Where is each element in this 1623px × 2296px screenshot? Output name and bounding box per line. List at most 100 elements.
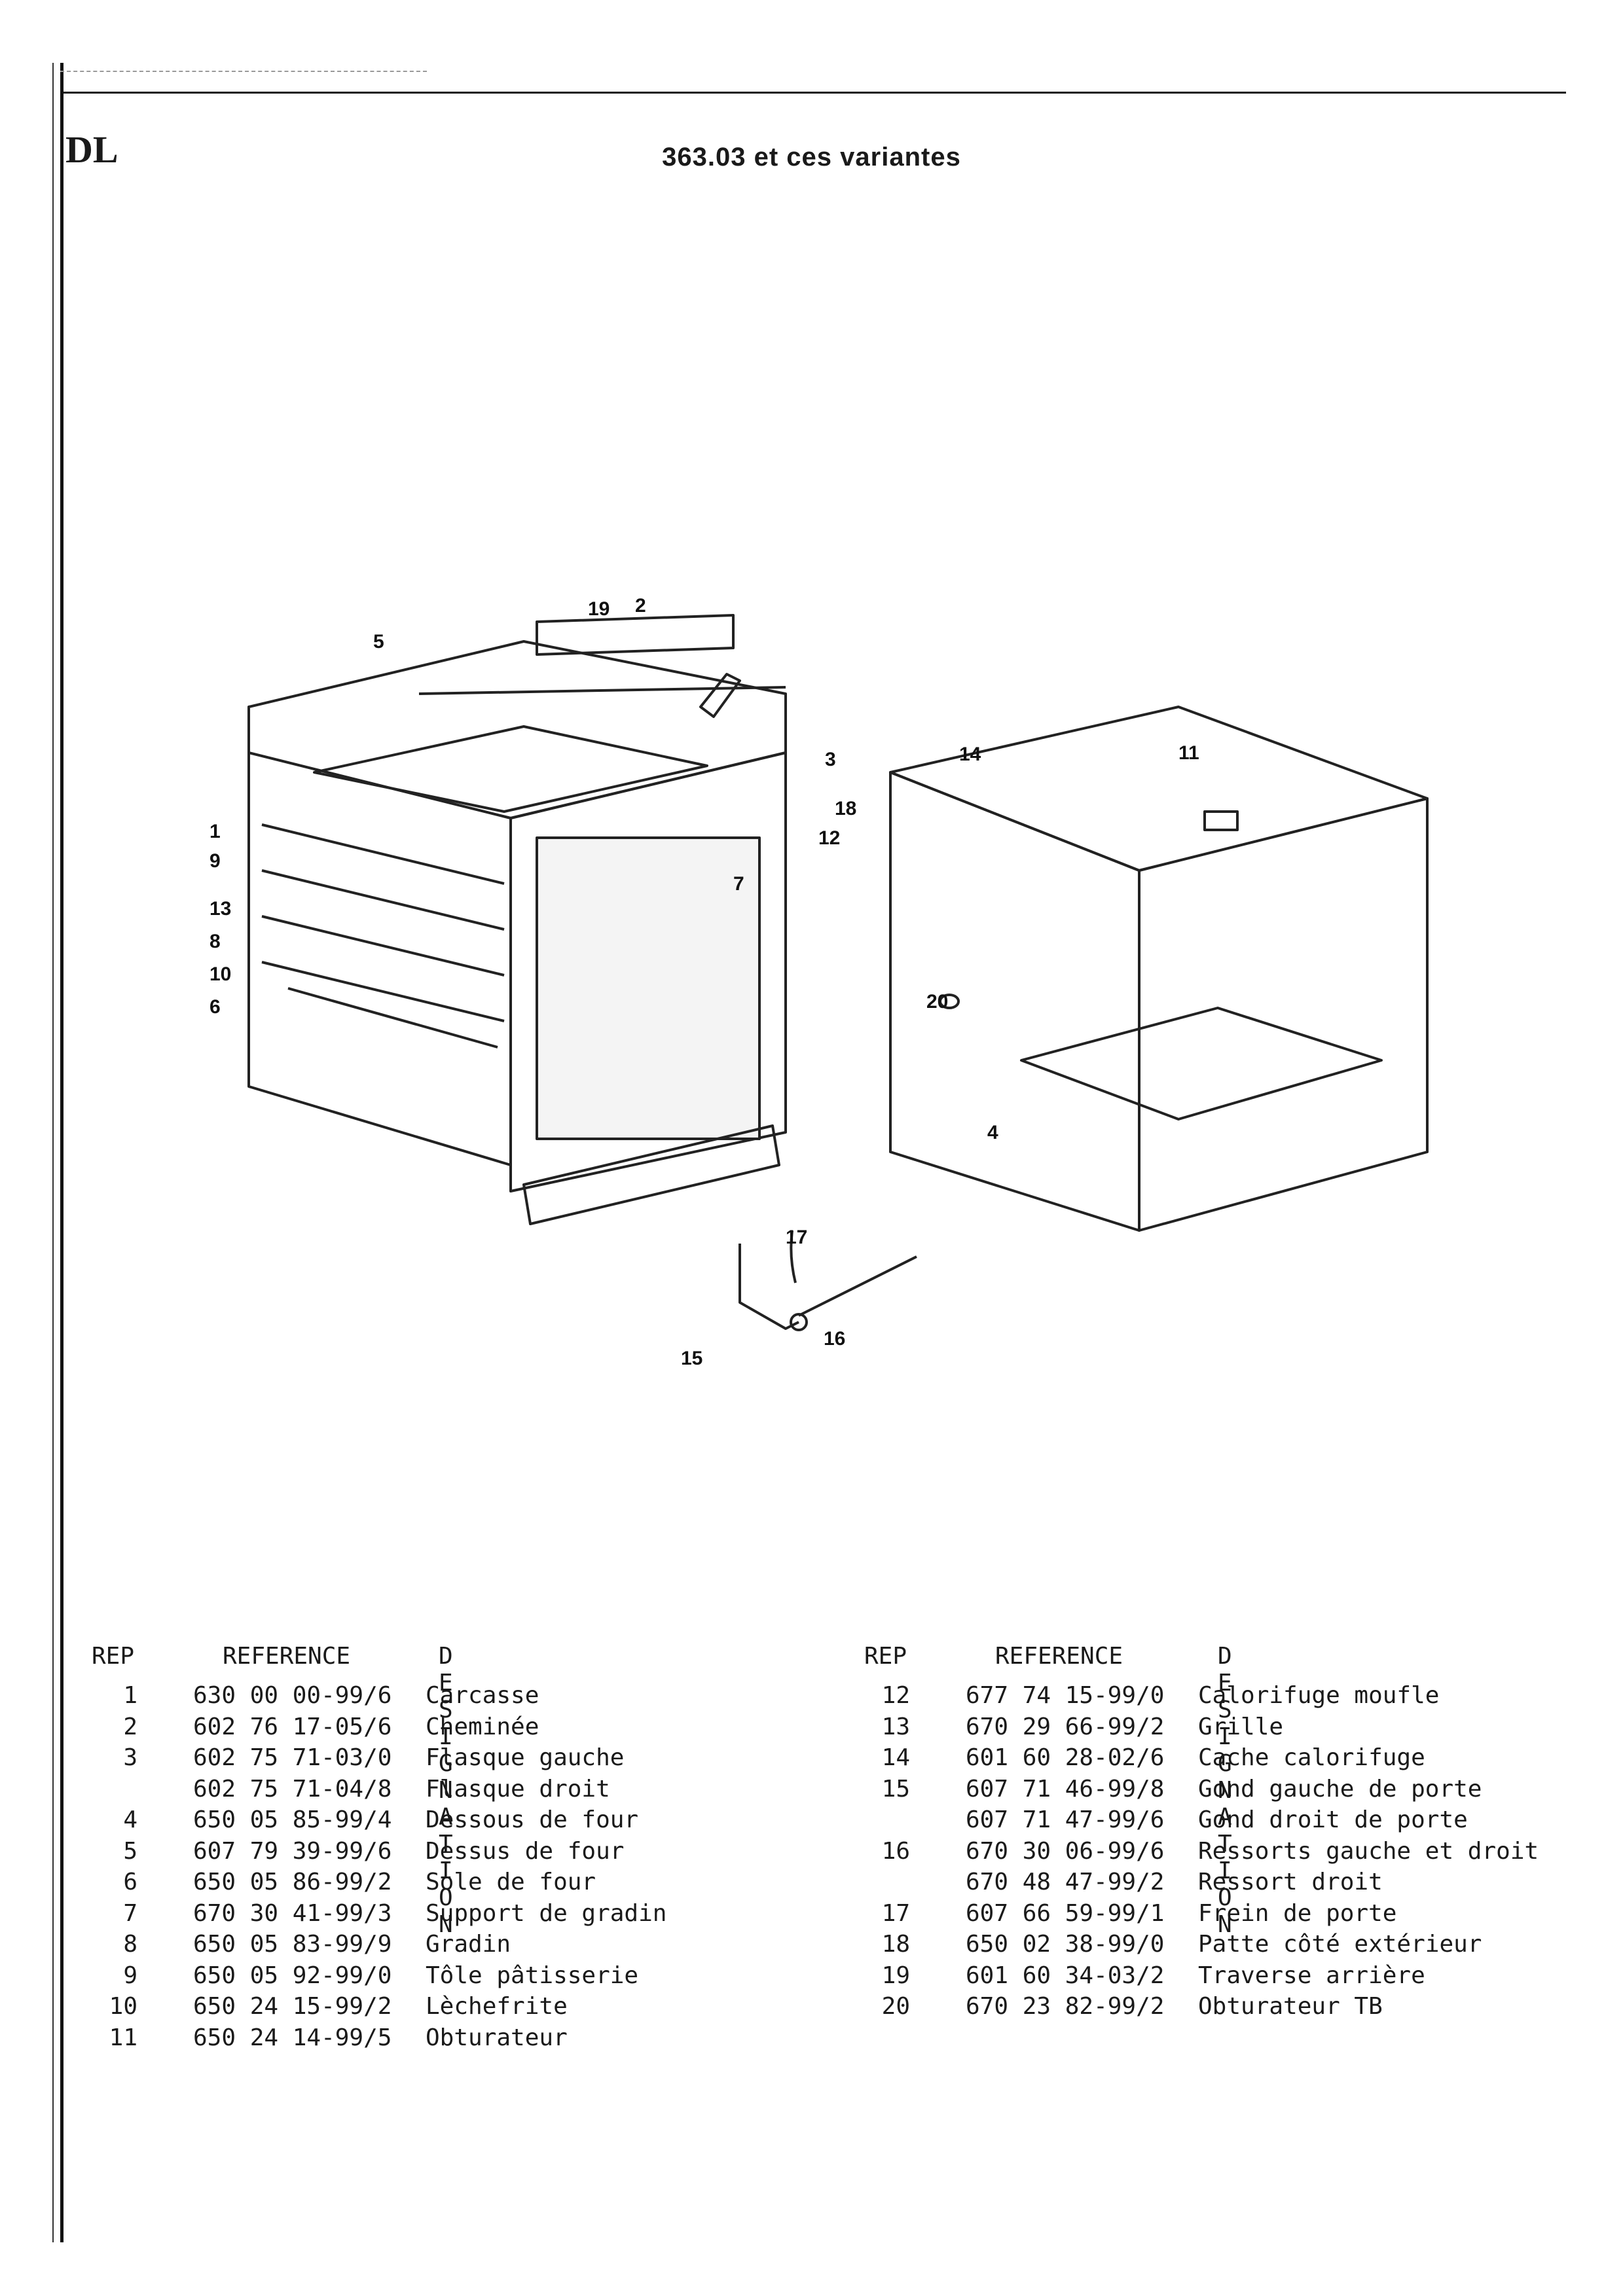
callout-16: 16 [824,1328,845,1350]
muffle-top [889,706,1429,872]
callout-9: 9 [210,850,221,872]
rep-cell: 14 [881,1744,910,1771]
designation-cell: Flasque gauche [426,1744,625,1771]
door-spring [798,1255,917,1317]
reference-cell: 650 02 38-99/0 [966,1931,1165,1958]
reference-cell: 650 05 86-99/2 [193,1869,392,1895]
designation-cell: Cache calorifuge [1198,1744,1425,1771]
reference-cell: 602 75 71-03/0 [193,1744,392,1771]
door-brake [790,1230,797,1283]
reference-cell: 670 48 47-99/2 [966,1869,1165,1895]
frame-left-border [60,63,64,2242]
rep-cell: 19 [881,1962,910,1989]
callout-11: 11 [1178,742,1199,764]
designation-cell: Sole de four [426,1869,596,1895]
rep-cell: 17 [881,1899,910,1927]
reference-cell: 650 24 14-99/5 [193,2024,392,2051]
designation-cell: Gond gauche de porte [1198,1775,1482,1803]
header-reference: REFERENCE [223,1643,351,1670]
rep-cell: 6 [123,1869,137,1895]
callout-3: 3 [825,749,836,770]
exploded-diagram: 5 19 2 3 1 9 13 8 10 6 7 12 14 11 18 20 … [210,595,1429,1369]
callout-6: 6 [210,996,221,1018]
part-11-plate [1203,810,1239,831]
rep-cell: 20 [881,1993,910,2020]
designation-cell: Ressort droit [1198,1869,1383,1895]
rep-cell: 12 [881,1682,910,1709]
callout-19: 19 [588,598,610,620]
callout-2: 2 [635,595,646,617]
rep-cell: 16 [881,1837,910,1865]
insulation-panel [536,836,761,1140]
reference-cell: 607 71 47-99/6 [966,1806,1165,1833]
callout-1: 1 [210,821,221,842]
reference-cell: 602 76 17-05/6 [193,1713,392,1740]
callout-4: 4 [987,1122,998,1143]
rear-crossbar [536,614,735,656]
callout-18: 18 [835,798,856,819]
reference-cell: 650 05 83-99/9 [193,1931,392,1958]
frame-outer-line [52,63,54,2242]
rep-cell: 1 [123,1682,137,1709]
callout-7: 7 [733,873,744,895]
designation-cell: Tôle pâtisserie [426,1962,639,1989]
header-logo: DL [65,128,119,171]
designation-cell: Frein de porte [1198,1899,1397,1927]
designation-cell: Gond droit de porte [1198,1806,1468,1833]
rep-cell: 9 [123,1962,137,1989]
faint-top-rule [60,71,427,72]
header-rep: REP [92,1643,135,1670]
header-designation: D E S I G N A T I O N [439,1643,453,1938]
rep-cell: 3 [123,1744,137,1771]
rep-cell: 8 [123,1931,137,1958]
reference-cell: 650 05 85-99/4 [193,1806,392,1833]
designation-cell: Ressorts gauche et droit [1198,1837,1539,1865]
reference-cell: 607 71 46-99/8 [966,1775,1165,1803]
door-hinge [739,1244,799,1330]
designation-cell: Obturateur [426,2024,568,2051]
designation-cell: Support de gradin [426,1899,667,1927]
designation-cell: Grille [1198,1713,1284,1740]
designation-cell: Calorifuge moufle [1198,1682,1440,1709]
reference-cell: 650 05 92-99/0 [193,1962,392,1989]
rep-cell: 4 [123,1806,137,1833]
top-rule [60,92,1566,94]
callout-17: 17 [786,1227,807,1248]
designation-cell: Carcasse [426,1682,539,1709]
callout-13: 13 [210,898,231,920]
designation-cell: Traverse arrière [1198,1962,1425,1989]
rep-cell: 10 [109,1993,137,2020]
reference-cell: 607 79 39-99/6 [193,1837,392,1865]
reference-cell: 607 66 59-99/1 [966,1899,1165,1927]
header-reference: REFERENCE [995,1643,1123,1670]
callout-10: 10 [210,963,231,985]
rep-cell: 7 [123,1899,137,1927]
designation-cell: Gradin [426,1931,511,1958]
rep-cell: 2 [123,1713,137,1740]
rep-cell: 11 [109,2024,137,2051]
reference-cell: 670 30 06-99/6 [966,1837,1165,1865]
oven-base-rail [522,1124,780,1225]
reference-cell: 670 29 66-99/2 [966,1713,1165,1740]
carcass-front [509,751,787,1193]
reference-cell: 670 23 82-99/2 [966,1993,1165,2020]
rep-cell: 5 [123,1837,137,1865]
rep-cell: 13 [881,1713,910,1740]
designation-cell: Dessus de four [426,1837,625,1865]
muffle-front [1138,797,1429,1232]
callout-20: 20 [926,991,948,1013]
rep-cell: 15 [881,1775,910,1803]
designation-cell: Flasque droit [426,1775,610,1803]
rep-cell: 18 [881,1931,910,1958]
designation-cell: Patte côté extérieur [1198,1931,1482,1958]
designation-cell: Lèchefrite [426,1993,568,2020]
callout-5: 5 [373,631,384,653]
designation-cell: Dessous de four [426,1806,639,1833]
callout-12: 12 [818,827,840,849]
page-title: 363.03 et ces variantes [662,143,961,171]
designation-cell: Obturateur TB [1198,1993,1383,2020]
callout-14: 14 [959,744,981,765]
oven-top-plate [313,725,708,813]
carcass-top [247,640,787,819]
designation-cell: Cheminée [426,1713,539,1740]
